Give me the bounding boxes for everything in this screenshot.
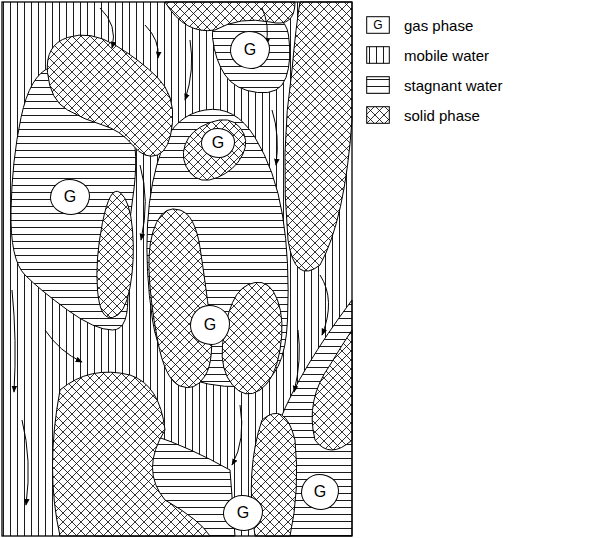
gas-bubble: G xyxy=(50,179,90,215)
legend-symbol: G xyxy=(366,16,390,34)
solid-grain xyxy=(149,209,212,388)
frame xyxy=(2,2,352,536)
solid-grain xyxy=(222,282,282,394)
legend-label: solid phase xyxy=(404,107,480,124)
legend-label: gas phase xyxy=(404,17,473,34)
flow-arrow xyxy=(320,275,329,335)
phase-symbol: G xyxy=(64,189,76,205)
phase-symbol: G xyxy=(244,42,256,58)
flow-arrow xyxy=(272,110,277,165)
gas-bubble: G xyxy=(301,474,339,510)
solid-grain xyxy=(285,2,352,271)
flow-arrow xyxy=(232,405,242,465)
legend-label: stagnant water xyxy=(404,77,502,94)
flow-arrow xyxy=(12,290,15,392)
legend-swatch xyxy=(366,76,390,94)
legend-row: solid phase xyxy=(366,100,502,130)
legend-row: mobile water xyxy=(366,40,502,70)
legend-swatch xyxy=(366,106,390,124)
flow-arrow xyxy=(100,8,114,48)
phase-symbol: G xyxy=(204,317,216,333)
legend-row: stagnant water xyxy=(366,70,502,100)
flow-arrow xyxy=(140,165,145,240)
solid-grain xyxy=(53,372,211,536)
legend: Ggas phase mobile water stagnant water soli… xyxy=(366,10,502,130)
phase-symbol: G xyxy=(237,505,249,521)
phase-symbol: G xyxy=(314,484,326,500)
gas-bubble: G xyxy=(190,305,230,345)
flow-arrow xyxy=(45,330,82,362)
solid-grain xyxy=(97,191,133,317)
legend-swatch: G xyxy=(366,16,390,34)
mobile-water xyxy=(2,2,352,536)
flow-arrow xyxy=(294,330,299,392)
legend-row: Ggas phase xyxy=(366,10,502,40)
solid-grain xyxy=(312,330,352,450)
gas-bubble: G xyxy=(230,31,270,69)
solid-grain xyxy=(183,120,245,181)
flow-arrow xyxy=(22,420,28,505)
gas-bubble: G xyxy=(201,128,235,158)
legend-swatch xyxy=(366,46,390,64)
flow-arrow xyxy=(145,25,158,58)
solid-grain xyxy=(165,2,295,31)
flow-arrow xyxy=(185,40,192,100)
gas-bubble: G xyxy=(223,495,263,531)
legend-label: mobile water xyxy=(404,47,489,64)
solid-grain xyxy=(47,35,173,156)
phase-symbol: G xyxy=(212,135,224,151)
